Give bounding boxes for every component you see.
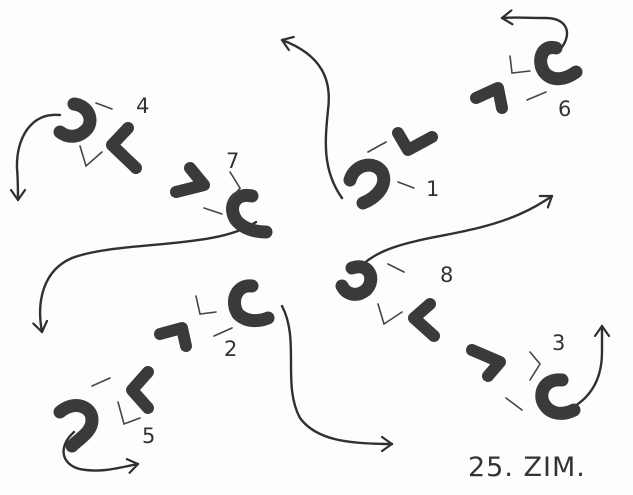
arrow-4 [17,113,62,202]
arrow-1 [280,40,344,200]
arrow-8 [354,194,554,274]
tick-mark [529,351,541,381]
tick-mark [79,145,103,168]
wedge-glyph-6 [470,82,508,114]
tick-mark [526,91,547,101]
arrow-3 [566,324,602,412]
figure-number-5: 5 [142,424,155,448]
hook-glyph-6 [534,41,583,86]
figure-number-2: 2 [224,337,237,361]
figure-number-1: 1 [426,177,439,201]
tick-mark [397,181,415,189]
figure-2: 2 [154,279,394,444]
wedge-glyph-5 [126,366,154,414]
arrow-2 [280,304,394,444]
tick-mark [229,171,241,201]
figure-4: 4 [17,94,149,202]
hook-glyph-2 [228,279,275,328]
tick-mark [195,295,217,315]
figure-3: 3 [466,324,602,420]
wedge-glyph-1 [392,127,438,156]
figure-7: 7 [40,149,273,334]
figure-number-6: 6 [558,97,571,121]
figure-6: 6 [470,18,583,121]
hook-glyph-3 [535,373,581,420]
hook-glyph-4 [53,97,97,143]
hook-glyph-1 [343,158,391,210]
wedge-glyph-8 [408,298,440,342]
tick-mark [95,102,113,110]
tick-mark [117,401,141,426]
tick-mark [91,377,111,387]
hook-glyph-5 [53,399,99,453]
wedge-glyph-4 [106,122,142,174]
tick-mark [505,397,523,411]
arrow-7 [40,220,258,334]
tick-mark [509,55,531,74]
wedge-glyph-3 [466,344,506,382]
tick-mark [387,263,405,273]
figure-number-3: 3 [552,331,565,355]
wedge-glyph-2 [154,322,192,352]
date-inscription: 25. ZIM. [468,452,586,483]
hook-glyph-7 [226,188,273,239]
tick-mark [367,141,387,153]
wedge-glyph-7 [170,162,210,198]
tick-mark [203,207,223,215]
figure-number-7: 7 [226,149,239,173]
arrow-5 [62,430,140,471]
arrow-6 [500,18,569,54]
figure-number-4: 4 [136,94,149,118]
figure-5: 5 [53,366,155,471]
tick-mark [377,303,403,326]
figure-1: 1 [280,40,439,210]
hook-glyph-8 [335,260,378,301]
tick-mark [213,327,233,337]
figure-number-8: 8 [440,263,453,287]
figure-8: 8 [335,194,554,342]
